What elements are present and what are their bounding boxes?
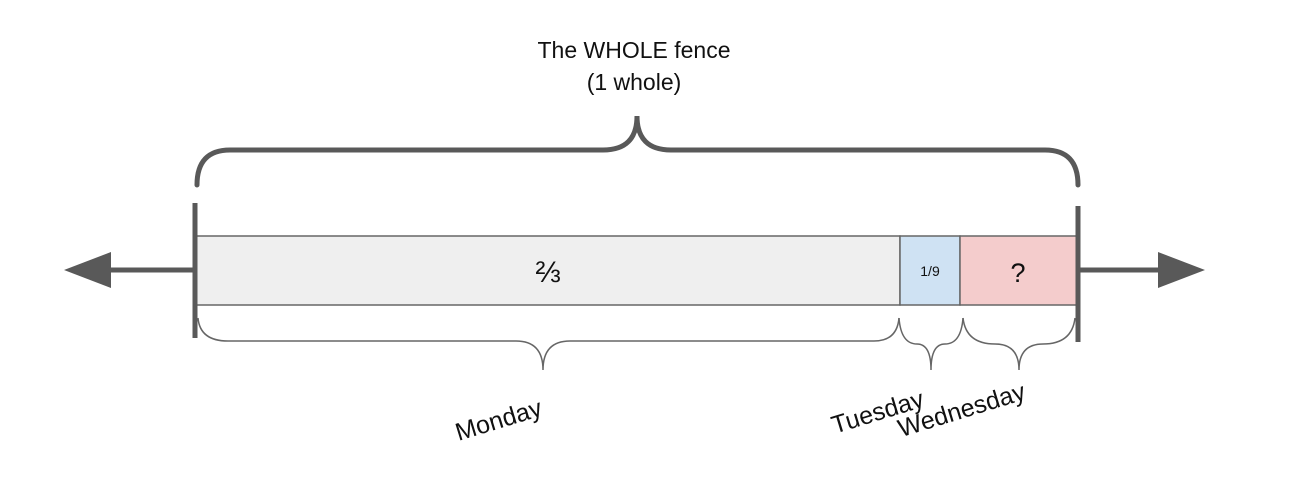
monday-fraction-label: ⅔ <box>535 256 560 289</box>
whole-fence-brace <box>194 115 1081 188</box>
monday-brace <box>197 317 900 371</box>
left-arrow-icon <box>64 252 111 288</box>
tuesday-segment <box>899 235 961 306</box>
wednesday-brace <box>962 317 1076 371</box>
wednesday-fraction-label: ? <box>1010 258 1025 288</box>
wednesday-segment <box>959 235 1078 306</box>
monday-label: Monday <box>452 394 546 447</box>
whole-fence-subtitle: (1 whole) <box>587 69 682 95</box>
whole-fence-title: The WHOLE fence <box>537 37 730 63</box>
right-arrow-icon <box>1158 252 1205 288</box>
tuesday-fraction-label: 1/9 <box>920 263 940 279</box>
tuesday-brace <box>898 317 964 371</box>
